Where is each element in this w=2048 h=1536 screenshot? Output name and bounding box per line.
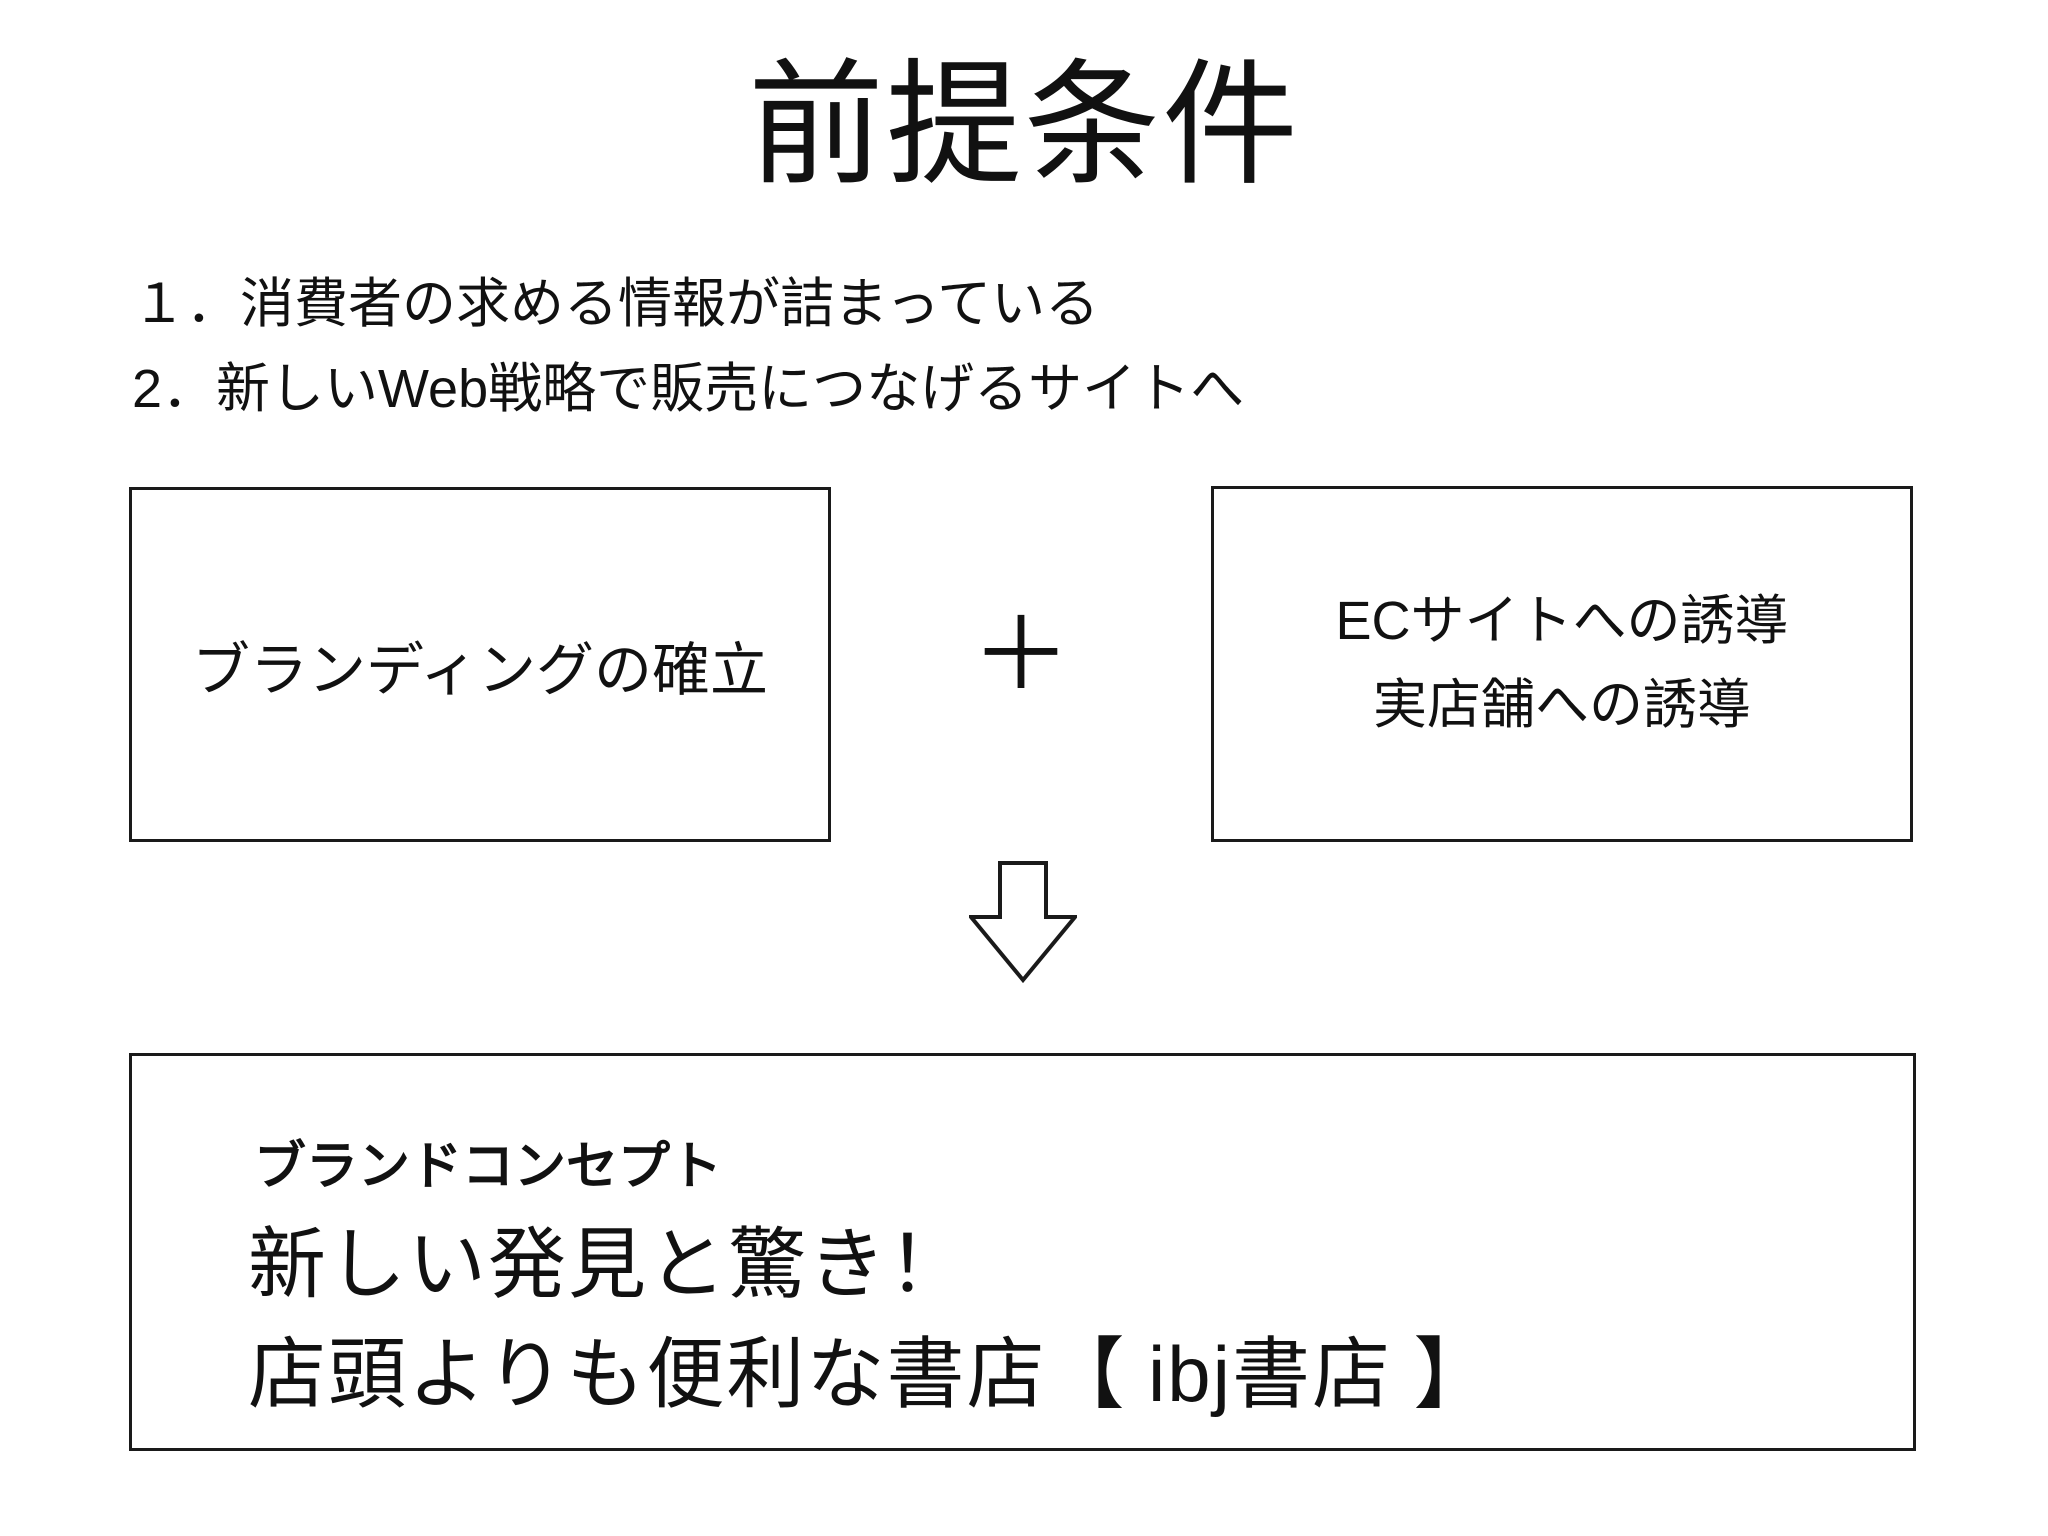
brand-concept-line-1: 新しい発見と驚き！ <box>248 1221 969 1308</box>
brand-concept-line-2-latin: ibj <box>1147 1330 1232 1418</box>
list-item-2-number: 2． <box>132 359 217 420</box>
list-item-1: １．消費者の求める情報が詰まっている <box>132 262 1244 347</box>
list-item-2-text-b: 戦略で販売につなげるサイトへ <box>488 359 1245 420</box>
down-block-arrow-icon <box>966 861 1080 985</box>
list-item-1-text: １．消費者の求める情報が詰まっている <box>132 274 1100 334</box>
ec-guidance-line-1-latin: EC <box>1335 591 1411 652</box>
brand-concept-line-2-jp-a: 店頭よりも便利な書店【 <box>248 1331 1148 1418</box>
brand-concept-box: ブランドコンセプト 新しい発見と驚き！ 店頭よりも便利な書店【 ibj書店 】 <box>129 1053 1916 1451</box>
list-item-2-latin: Web <box>378 359 489 420</box>
list-item-2-text-a: 新しい <box>216 359 379 420</box>
brand-concept-line-2-jp-b: 書店 】 <box>1232 1331 1494 1418</box>
ec-guidance-line-1: ECサイトへの誘導 <box>1335 580 1788 664</box>
slide-title: 前提条件 <box>748 52 1300 202</box>
brand-concept-heading: ブランドコンセプト <box>254 1138 723 1196</box>
branding-box: ブランディングの確立 <box>129 487 831 842</box>
ec-guidance-box: ECサイトへの誘導 実店舗への誘導 <box>1211 486 1913 842</box>
plus-sign: ＋ <box>971 599 1071 711</box>
numbered-list: １．消費者の求める情報が詰まっている 2．新しいWeb戦略で販売につなげるサイト… <box>132 262 1244 433</box>
list-item-2: 2．新しいWeb戦略で販売につなげるサイトへ <box>132 347 1244 432</box>
ec-guidance-line-1-jp: サイトへの誘導 <box>1410 591 1789 652</box>
branding-box-label: ブランディングの確立 <box>192 637 768 703</box>
ec-guidance-line-2: 実店舗への誘導 <box>1373 675 1751 735</box>
brand-concept-line-2: 店頭よりも便利な書店【 ibj書店 】 <box>248 1312 1494 1424</box>
